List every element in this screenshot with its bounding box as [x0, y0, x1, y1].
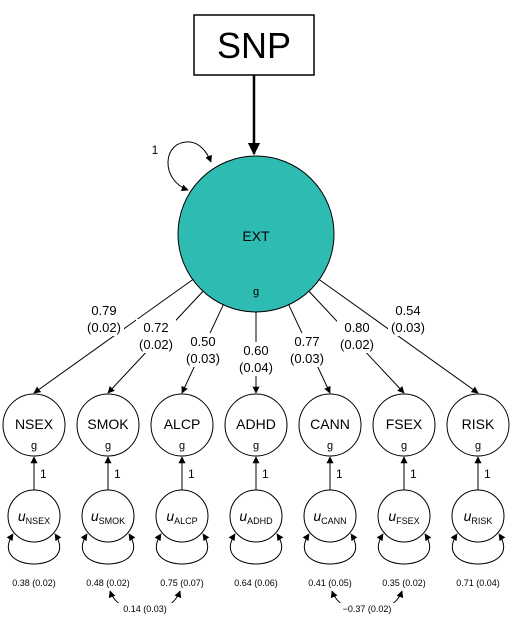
ext-self-variance-loop	[167, 141, 212, 192]
indicator-label-adhd: ADHD	[236, 416, 276, 432]
error-terms: 1 uNSEX 0.38 (0.02) 1 uSMOK 0.48 (0.02) 1 uALCP…	[6, 456, 506, 588]
indicator-sub-risk: g	[475, 440, 481, 452]
loading-se-fsex: (0.02)	[340, 337, 374, 352]
indicator-sub-smok: g	[105, 440, 111, 452]
error-label-cann: uCANN	[313, 508, 346, 526]
loading-value-cann: 0.77	[294, 334, 319, 349]
residual-variance-loop-alcp	[154, 533, 210, 565]
factor-loadings: 0.79 (0.02) 0.72 (0.02) 0.50 (0.03) 0.60 (0.04)…	[33, 279, 479, 394]
loading-label-backdrop	[236, 342, 276, 376]
loading-se-nsex: (0.02)	[87, 320, 121, 335]
indicator-label-risk: RISK	[462, 416, 495, 432]
residual-covariance-value: −0.37 (0.02)	[343, 604, 392, 614]
error-fixed-loading-smok: 1	[114, 467, 121, 481]
indicator-sub-alcp: g	[179, 440, 185, 452]
snp-label: SNP	[217, 25, 291, 66]
loading-value-nsex: 0.79	[91, 303, 116, 318]
loading-se-alcp: (0.03)	[186, 351, 220, 366]
residual-variance-smok: 0.48 (0.02)	[86, 578, 130, 588]
ext-self-variance-label: 1	[152, 143, 159, 157]
loading-se-risk: (0.03)	[391, 320, 425, 335]
loading-label-backdrop	[287, 333, 327, 367]
error-label-alcp: uALCP	[166, 508, 197, 526]
ext-label: EXT	[242, 228, 270, 244]
indicator-node-smok	[76, 393, 140, 457]
indicator-node-alcp	[150, 393, 214, 457]
residual-variance-loop-adhd	[228, 533, 284, 565]
loading-label-backdrop	[136, 319, 176, 353]
residual-variance-cann: 0.41 (0.05)	[308, 578, 352, 588]
residual-variance-loop-smok	[80, 533, 136, 565]
loading-label-backdrop	[84, 302, 124, 336]
error-fixed-loading-adhd: 1	[262, 467, 269, 481]
residual-variance-risk: 0.71 (0.04)	[456, 578, 500, 588]
error-fixed-loading-risk: 1	[484, 467, 491, 481]
covariance-label-backdrop	[117, 603, 173, 615]
error-label-risk: uRISK	[464, 508, 493, 526]
loading-arrow-risk	[318, 279, 479, 394]
error-node-adhd	[229, 489, 283, 543]
error-fixed-loading-alcp: 1	[188, 467, 195, 481]
indicator-label-alcp: ALCP	[164, 416, 201, 432]
error-label-nsex: uNSEX	[18, 508, 50, 526]
error-node-cann	[303, 489, 357, 543]
loading-se-adhd: (0.04)	[239, 360, 273, 375]
error-node-alcp	[155, 489, 209, 543]
loading-label-backdrop	[337, 319, 377, 353]
error-fixed-loading-fsex: 1	[410, 467, 417, 481]
residual-covariances: 0.14 (0.03) −0.37 (0.02)	[108, 590, 404, 615]
loading-value-risk: 0.54	[395, 303, 420, 318]
covariance-label-backdrop	[339, 603, 395, 615]
loading-value-smok: 0.72	[143, 320, 168, 335]
indicator-node-fsex	[372, 393, 436, 457]
residual-variance-loop-nsex	[6, 533, 62, 565]
error-label-adhd: uADHD	[239, 508, 273, 526]
loading-value-alcp: 0.50	[190, 334, 215, 349]
error-node-smok	[81, 489, 135, 543]
error-label-fsex: uFSEX	[388, 508, 419, 526]
indicator-node-cann	[298, 393, 362, 457]
residual-variance-fsex: 0.35 (0.02)	[382, 578, 426, 588]
residual-variance-loop-cann	[302, 533, 358, 565]
indicator-node-risk	[446, 393, 510, 457]
indicator-sub-fsex: g	[401, 440, 407, 452]
ext-latent-node: EXT g	[177, 155, 335, 313]
error-label-smok: uSMOK	[91, 508, 125, 526]
loading-label-backdrop	[183, 333, 223, 367]
indicator-label-fsex: FSEX	[386, 416, 423, 432]
indicator-node-adhd	[224, 393, 288, 457]
indicator-sub-adhd: g	[253, 440, 259, 452]
loading-value-adhd: 0.60	[243, 343, 268, 358]
loading-label-backdrop	[388, 302, 428, 336]
loading-arrow-nsex	[33, 279, 194, 394]
error-fixed-loading-nsex: 1	[40, 467, 47, 481]
snp-node: SNP	[193, 14, 315, 76]
indicator-sub-nsex: g	[31, 440, 37, 452]
loading-se-smok: (0.02)	[139, 337, 173, 352]
residual-covariance-value: 0.14 (0.03)	[123, 604, 167, 614]
error-node-fsex	[377, 489, 431, 543]
residual-variance-adhd: 0.64 (0.06)	[234, 578, 278, 588]
indicator-label-nsex: NSEX	[15, 416, 54, 432]
loading-value-fsex: 0.80	[344, 320, 369, 335]
residual-variance-nsex: 0.38 (0.02)	[12, 578, 56, 588]
residual-variance-alcp: 0.75 (0.07)	[160, 578, 204, 588]
error-node-nsex	[7, 489, 61, 543]
residual-variance-loop-risk	[450, 533, 506, 565]
error-fixed-loading-cann: 1	[336, 467, 343, 481]
error-node-risk	[451, 489, 505, 543]
loading-se-cann: (0.03)	[290, 351, 324, 366]
indicator-nodes: NSEX g SMOK g ALCP g ADHD g CANN g FSEX g RISK g	[2, 393, 510, 457]
indicator-label-cann: CANN	[310, 416, 350, 432]
ext-sub-label: g	[253, 286, 259, 298]
indicator-node-nsex	[2, 393, 66, 457]
residual-variance-loop-fsex	[376, 533, 432, 565]
indicator-sub-cann: g	[327, 440, 333, 452]
indicator-label-smok: SMOK	[87, 416, 129, 432]
